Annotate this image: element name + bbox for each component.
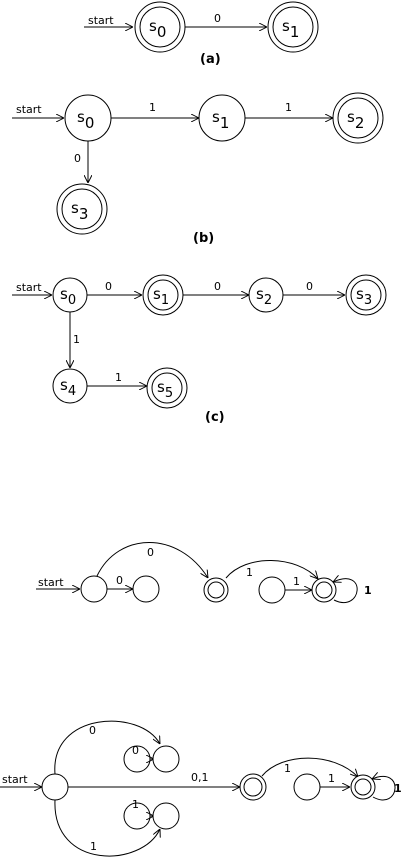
diagram-d: start 0 0 1 1 1 xyxy=(36,542,372,604)
state-a-s1: s1 xyxy=(267,1,319,53)
state-c-s0: s0 xyxy=(52,277,88,313)
state-d-b xyxy=(132,575,160,603)
edge-label-c-s0-s4: 1 xyxy=(73,333,80,346)
caption-c: (c) xyxy=(205,410,225,425)
diagram-a: start s0 0 s1 (a) xyxy=(84,1,319,67)
edge-label-d-loop: 1 xyxy=(364,584,372,597)
state-c-s1: s1 xyxy=(142,274,184,316)
state-d-e xyxy=(311,577,337,603)
edge-label-b-s1-s2: 1 xyxy=(285,101,292,114)
state-d-a xyxy=(80,575,108,603)
caption-a: (a) xyxy=(200,52,221,67)
diagram-b: start s0 1 s1 1 s2 0 s3 (b) xyxy=(12,92,384,246)
state-e-right-a xyxy=(293,773,321,801)
svg-text:s0: s0 xyxy=(77,108,94,132)
state-b-s0: s0 xyxy=(64,94,112,142)
edge-label-d-c-d: 1 xyxy=(293,575,300,588)
edge-label-b-s0-s3: 0 xyxy=(74,152,81,165)
edge-e-top-arc xyxy=(54,720,160,775)
state-d-c xyxy=(203,577,229,603)
edge-label-c-s4-s5: 1 xyxy=(115,371,122,384)
svg-text:s1: s1 xyxy=(282,17,299,41)
edge-e-right-arc xyxy=(261,757,358,777)
state-c-s3: s3 xyxy=(345,274,387,316)
edge-label-e-top-inner: 0 xyxy=(132,744,139,757)
state-d-d xyxy=(258,576,286,604)
state-c-s5: s5 xyxy=(146,367,188,409)
state-c-s4: s4 xyxy=(52,368,88,404)
edge-label-c-s0-s1: 0 xyxy=(105,280,112,293)
start-label-b: start xyxy=(16,103,42,116)
edge-label-e-right-inner: 1 xyxy=(328,772,335,785)
svg-text:s2: s2 xyxy=(256,285,272,308)
edge-label-d-a-b: 0 xyxy=(116,574,123,587)
state-e-top-b xyxy=(152,745,180,773)
svg-text:s2: s2 xyxy=(347,108,364,132)
edge-label-d-arc-top: 0 xyxy=(147,546,154,559)
svg-text:s0: s0 xyxy=(60,285,76,308)
edge-label-e-bot-inner: 1 xyxy=(132,798,139,811)
edge-d-arc2 xyxy=(225,560,318,579)
edge-label-e-right-arc: 1 xyxy=(284,762,291,775)
svg-text:s5: s5 xyxy=(157,378,173,401)
caption-b: (b) xyxy=(193,231,214,246)
edge-label-e-top-arc: 0 xyxy=(89,724,96,737)
edge-e-bot-arc xyxy=(54,799,160,857)
edge-label-c-s2-s3: 0 xyxy=(306,280,313,293)
edge-label-e-mid: 0,1 xyxy=(191,771,209,784)
state-b-s1: s1 xyxy=(198,94,246,142)
edge-label-d-arc2: 1 xyxy=(246,566,253,579)
diagram-e: start 0 0 0,1 1 1 1 1 1 xyxy=(0,720,401,857)
edge-label-e-loop: 1 xyxy=(394,782,401,795)
start-label-d: start xyxy=(38,576,64,589)
svg-text:s1: s1 xyxy=(212,108,229,132)
state-e-start xyxy=(41,773,69,801)
start-label-e: start xyxy=(2,773,28,786)
edge-label-e-bot-arc: 1 xyxy=(90,840,97,853)
svg-text:s4: s4 xyxy=(60,376,76,399)
edge-e-loop xyxy=(372,776,396,801)
state-b-s3: s3 xyxy=(56,183,108,235)
edge-d-loop xyxy=(333,579,358,603)
svg-text:s3: s3 xyxy=(71,199,88,223)
edge-d-arc-top xyxy=(96,542,208,579)
state-c-s2: s2 xyxy=(248,277,284,313)
svg-text:s0: s0 xyxy=(149,17,166,41)
start-label-c: start xyxy=(16,281,42,294)
svg-text:s1: s1 xyxy=(153,285,169,308)
edge-label-c-s1-s2: 0 xyxy=(214,280,221,293)
state-a-s0: s0 xyxy=(134,1,186,53)
state-e-accept xyxy=(239,773,267,801)
diagram-c: start s0 0 s1 0 s2 0 s3 1 s4 xyxy=(12,274,387,425)
edge-label-a-s0-s1: 0 xyxy=(214,12,221,25)
state-e-bot-b xyxy=(152,802,180,830)
state-e-final xyxy=(350,774,376,800)
svg-text:s3: s3 xyxy=(356,285,372,308)
start-label-a: start xyxy=(88,14,114,27)
state-b-s2: s2 xyxy=(332,92,384,144)
edge-label-b-s0-s1: 1 xyxy=(149,101,156,114)
